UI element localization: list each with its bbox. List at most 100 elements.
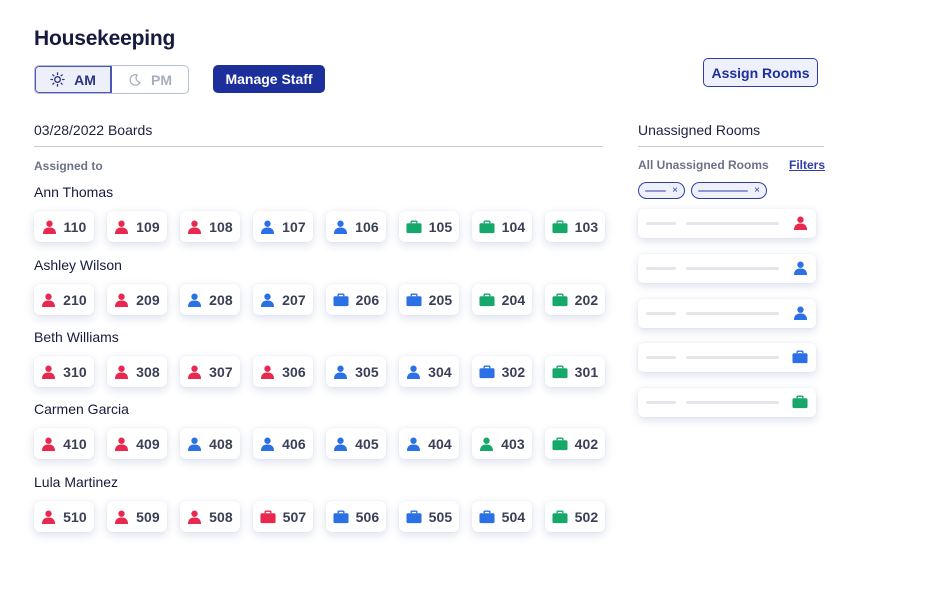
unassigned-room-card[interactable] [638,254,816,283]
close-icon[interactable]: × [754,184,760,196]
room-card[interactable]: 408 [180,428,240,459]
staff-board: Carmen Garcia 410 409 408 406 405 404 403 402 [34,400,614,462]
person-icon [187,365,202,379]
placeholder-bar [686,401,779,404]
room-card[interactable]: 302 [472,356,532,387]
room-card[interactable]: 107 [253,211,313,242]
unassigned-room-card[interactable] [638,343,816,372]
unassigned-room-card[interactable] [638,299,816,328]
room-card[interactable]: 308 [107,356,167,387]
unassigned-room-card[interactable] [638,209,816,238]
person-icon [187,220,202,234]
room-number: 304 [428,363,452,380]
person-icon [406,365,421,379]
room-card[interactable]: 209 [107,284,167,315]
person-icon [42,220,57,234]
shift-am-button[interactable]: AM [35,66,112,93]
room-card[interactable]: 405 [326,428,386,459]
room-card[interactable]: 305 [326,356,386,387]
shift-toggle[interactable]: AM PM [34,65,189,94]
unassigned-room-card[interactable] [638,388,816,417]
room-card[interactable]: 505 [399,501,459,532]
room-card[interactable]: 208 [180,284,240,315]
room-card[interactable]: 105 [399,211,459,242]
placeholder-bar [646,222,676,225]
room-card[interactable]: 306 [253,356,313,387]
room-card[interactable]: 207 [253,284,313,315]
placeholder-bar [686,267,779,270]
person-icon [793,306,808,325]
room-number: 302 [501,363,526,380]
room-card[interactable]: 404 [399,428,459,459]
suitcase-icon [479,364,495,379]
room-card[interactable]: 106 [326,211,386,242]
room-card[interactable]: 301 [545,356,605,387]
person-icon [41,365,56,379]
staff-name: Carmen Garcia [34,401,129,417]
person-icon [333,220,348,234]
staff-board: Ann Thomas 110 109 108 107 106 105 104 103 [34,183,614,245]
shift-pm-button[interactable]: PM [112,66,188,93]
room-card[interactable]: 210 [34,284,94,315]
staff-name: Ashley Wilson [34,257,122,273]
room-number: 505 [428,508,453,525]
room-number: 508 [209,508,233,525]
filter-chip[interactable]: × [691,182,767,199]
room-card[interactable]: 307 [180,356,240,387]
person-icon [41,293,56,307]
chip-placeholder-bar [698,189,749,192]
room-number: 506 [355,508,380,525]
room-card[interactable]: 110 [34,211,94,242]
suitcase-icon [333,292,349,307]
room-card[interactable]: 509 [107,501,167,532]
room-card[interactable]: 204 [472,284,532,315]
person-icon [260,365,275,379]
suitcase-icon [552,219,568,234]
room-card[interactable]: 103 [545,211,605,242]
room-number: 105 [428,218,453,235]
room-card[interactable]: 508 [180,501,240,532]
room-card[interactable]: 206 [326,284,386,315]
room-card[interactable]: 108 [180,211,240,242]
room-card[interactable]: 504 [472,501,532,532]
room-card[interactable]: 510 [34,501,94,532]
room-number: 502 [574,508,599,525]
room-card[interactable]: 109 [107,211,167,242]
room-card[interactable]: 202 [545,284,605,315]
room-card[interactable]: 402 [545,428,605,459]
person-icon [260,293,275,307]
room-card[interactable]: 403 [472,428,532,459]
room-card[interactable]: 409 [107,428,167,459]
person-icon [187,293,202,307]
moon-icon [129,73,141,86]
room-card[interactable]: 304 [399,356,459,387]
room-card[interactable]: 104 [472,211,532,242]
room-card[interactable]: 205 [399,284,459,315]
room-card[interactable]: 310 [34,356,94,387]
person-icon [114,437,129,451]
person-icon [260,437,275,451]
person-icon [333,437,348,451]
suitcase-icon [406,292,422,307]
suitcase-icon [479,509,495,524]
person-icon [41,437,56,451]
close-icon[interactable]: × [672,184,678,196]
filters-link[interactable]: Filters [789,158,826,172]
manage-staff-button[interactable]: Manage Staff [213,65,325,93]
chip-placeholder-bar [645,189,667,192]
person-icon [793,216,808,235]
filter-chip[interactable]: × [638,182,685,199]
room-card[interactable]: 506 [326,501,386,532]
staff-name: Ann Thomas [34,184,114,200]
room-card[interactable]: 406 [253,428,313,459]
room-number: 202 [574,291,599,308]
room-card[interactable]: 410 [34,428,94,459]
room-card[interactable]: 502 [545,501,605,532]
room-number: 207 [282,291,306,308]
staff-name: Lula Martinez [34,474,119,490]
room-card[interactable]: 507 [253,501,313,532]
assign-rooms-button[interactable]: Assign Rooms [703,58,818,87]
suitcase-icon [552,292,568,307]
room-list: 410 409 408 406 405 404 403 402 [34,428,614,462]
